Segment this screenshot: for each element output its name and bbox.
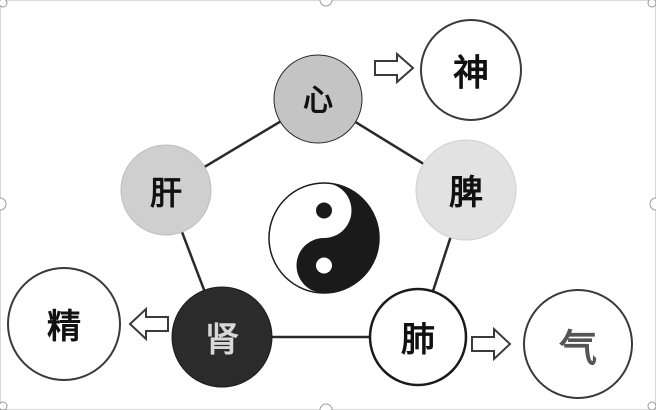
organ-spleen: 脾 xyxy=(415,139,517,241)
essence-qi: 气 xyxy=(523,289,633,399)
essence-jing: 精 xyxy=(7,267,121,381)
bottom-left-corner-marker xyxy=(0,401,8,410)
organ-heart-circle xyxy=(273,54,363,144)
top-half-circle-marker xyxy=(319,0,333,7)
hollow-arrow-icon-heart-to-shen xyxy=(374,51,415,85)
right-half-circle-marker xyxy=(649,197,656,211)
organ-spleen-circle xyxy=(415,139,517,241)
organ-spleen-label: 脾 xyxy=(449,173,483,213)
yin-yang-icon xyxy=(268,182,380,294)
essence-shen-circle xyxy=(420,19,522,121)
bottom-half-circle-marker xyxy=(319,403,333,410)
essence-jing-circle xyxy=(7,267,121,381)
organ-liver: 肝 xyxy=(120,144,212,236)
hollow-arrow-icon-kidney-to-jing xyxy=(128,306,169,342)
organ-heart-label: 心 xyxy=(303,84,333,119)
arrows xyxy=(128,51,512,362)
organ-kidney-circle xyxy=(171,286,273,388)
organ-liver-circle xyxy=(120,144,212,236)
organ-liver-label: 肝 xyxy=(150,174,182,212)
organ-lung-label: 肺 xyxy=(401,320,435,360)
organ-lung: 肺 xyxy=(368,287,468,387)
top-left-corner-marker xyxy=(0,0,8,8)
essence-shen: 神 xyxy=(420,19,522,121)
essence-shen-label: 神 xyxy=(453,52,489,94)
bottom-right-corner-marker xyxy=(647,401,656,410)
essence-jing-label: 精 xyxy=(47,307,81,347)
left-half-circle-marker xyxy=(0,197,7,211)
essence-qi-label: 气 xyxy=(559,326,597,371)
organ-heart: 心 xyxy=(273,54,363,144)
organ-lung-circle xyxy=(368,287,468,387)
organ-kidney: 肾 xyxy=(171,286,273,388)
top-right-corner-marker xyxy=(647,0,656,8)
essence-qi-circle xyxy=(523,289,633,399)
organ-kidney-label: 肾 xyxy=(205,320,239,360)
hollow-arrow-icon-lung-to-qi xyxy=(471,326,512,362)
